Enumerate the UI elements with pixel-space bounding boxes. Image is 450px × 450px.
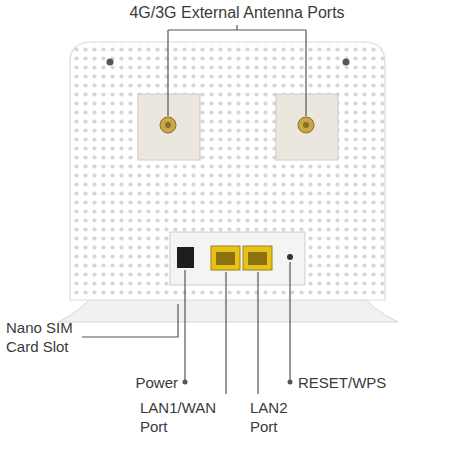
ethernet-port (248, 252, 267, 265)
screw-hole (107, 59, 114, 66)
ethernet-port (243, 246, 272, 270)
screw-hole (343, 59, 350, 66)
lan2-label: LAN2 Port (250, 398, 300, 436)
ethernet-port (211, 246, 240, 270)
antenna-connector (160, 117, 176, 133)
lan1-label: LAN1/WAN Port (140, 398, 220, 436)
ethernet-port (216, 252, 235, 265)
antenna-connector (303, 122, 309, 128)
reset-label: RESET/WPS (298, 373, 418, 392)
antenna-panel (276, 94, 338, 160)
antenna-connector (298, 117, 314, 133)
antenna-label: 4G/3G External Antenna Ports (60, 3, 414, 22)
leader-lines (82, 25, 306, 394)
power-label: Power (100, 373, 178, 392)
power-jack (177, 247, 194, 268)
router-body (70, 42, 385, 300)
antenna-panel (138, 94, 200, 160)
reset-hole (287, 254, 293, 260)
antenna-connector (165, 122, 171, 128)
vent-dots (70, 42, 385, 300)
leader-dots (183, 380, 293, 385)
port-panel (170, 232, 305, 285)
sim-label: Nano SIM Card Slot (6, 318, 80, 356)
